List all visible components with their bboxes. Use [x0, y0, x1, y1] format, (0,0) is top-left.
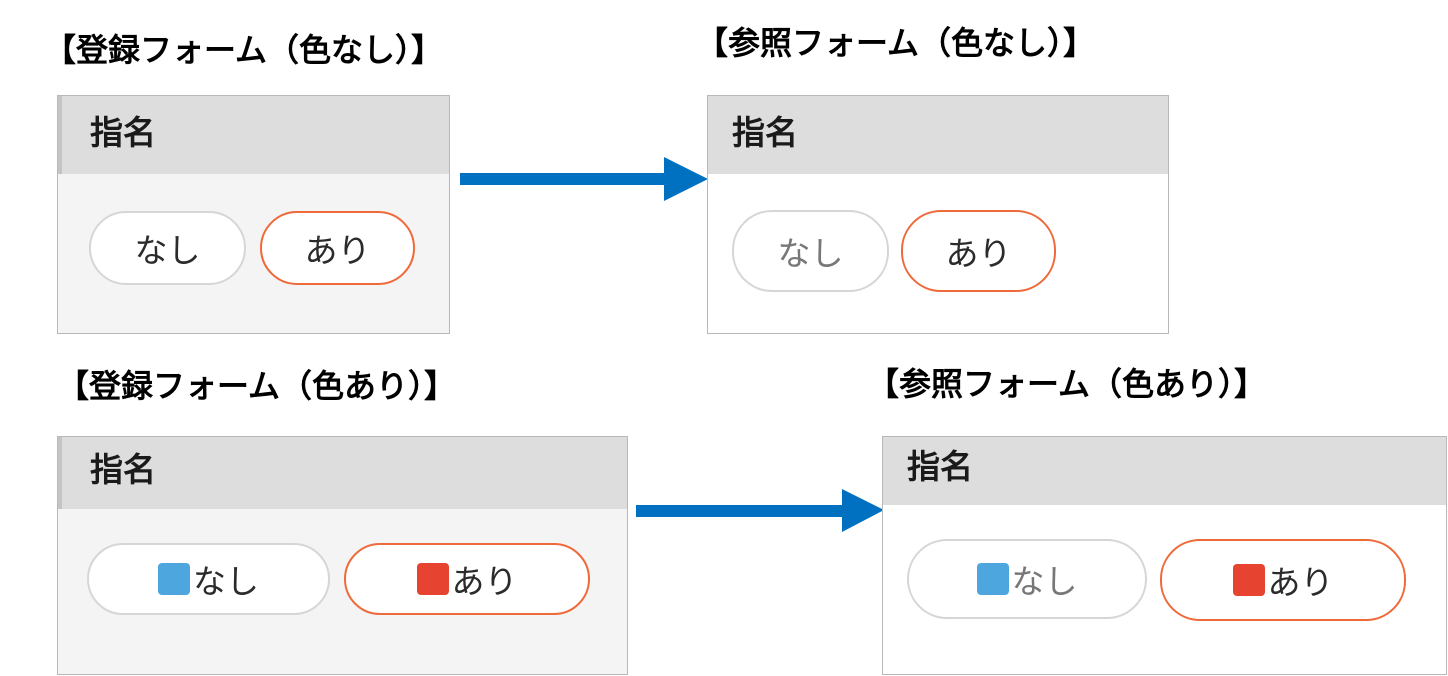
blue-color-swatch-icon	[976, 563, 1009, 595]
option-yes-button: あり	[1160, 539, 1406, 621]
option-yes-label: あり	[451, 562, 518, 601]
option-yes-button[interactable]: あり	[344, 543, 590, 615]
option-none-button: なし	[907, 539, 1147, 619]
right-arrow-icon	[460, 157, 708, 201]
option-yes-label: あり	[1267, 563, 1334, 602]
reference-form-with-color: 指名 なし あり	[882, 436, 1447, 675]
field-label: 指名	[883, 437, 1446, 505]
red-color-swatch-icon	[416, 563, 449, 595]
registration-form-with-color: 指名 なし あり	[57, 436, 628, 675]
caption-registration-form-no-color: 【登録フォーム（色なし）】	[44, 31, 444, 69]
caption-reference-form-with-color: 【参照フォーム（色あり）】	[867, 365, 1267, 403]
option-none-label: なし	[777, 234, 844, 273]
right-arrow-icon	[636, 489, 884, 532]
option-yes-button[interactable]: あり	[260, 211, 415, 285]
option-yes-label: あり	[304, 231, 371, 270]
field-label: 指名	[708, 96, 1168, 174]
registration-form-no-color: 指名 なし あり	[57, 95, 450, 334]
blue-color-swatch-icon	[158, 563, 190, 595]
caption-reference-form-no-color: 【参照フォーム（色なし）】	[696, 24, 1096, 62]
field-label: 指名	[58, 437, 627, 509]
red-color-swatch-icon	[1232, 564, 1265, 596]
option-none-label: なし	[193, 562, 259, 601]
option-yes-label: あり	[945, 234, 1012, 273]
reference-form-no-color: 指名 なし あり	[707, 95, 1169, 334]
option-none-label: なし	[1011, 562, 1078, 601]
option-none-button[interactable]: なし	[87, 543, 330, 615]
caption-registration-form-with-color: 【登録フォーム（色あり）】	[57, 367, 457, 405]
option-yes-button: あり	[901, 210, 1056, 292]
option-none-button[interactable]: なし	[89, 211, 246, 285]
field-label: 指名	[58, 96, 449, 174]
option-none-label: なし	[134, 231, 201, 270]
option-none-button: なし	[732, 210, 889, 292]
